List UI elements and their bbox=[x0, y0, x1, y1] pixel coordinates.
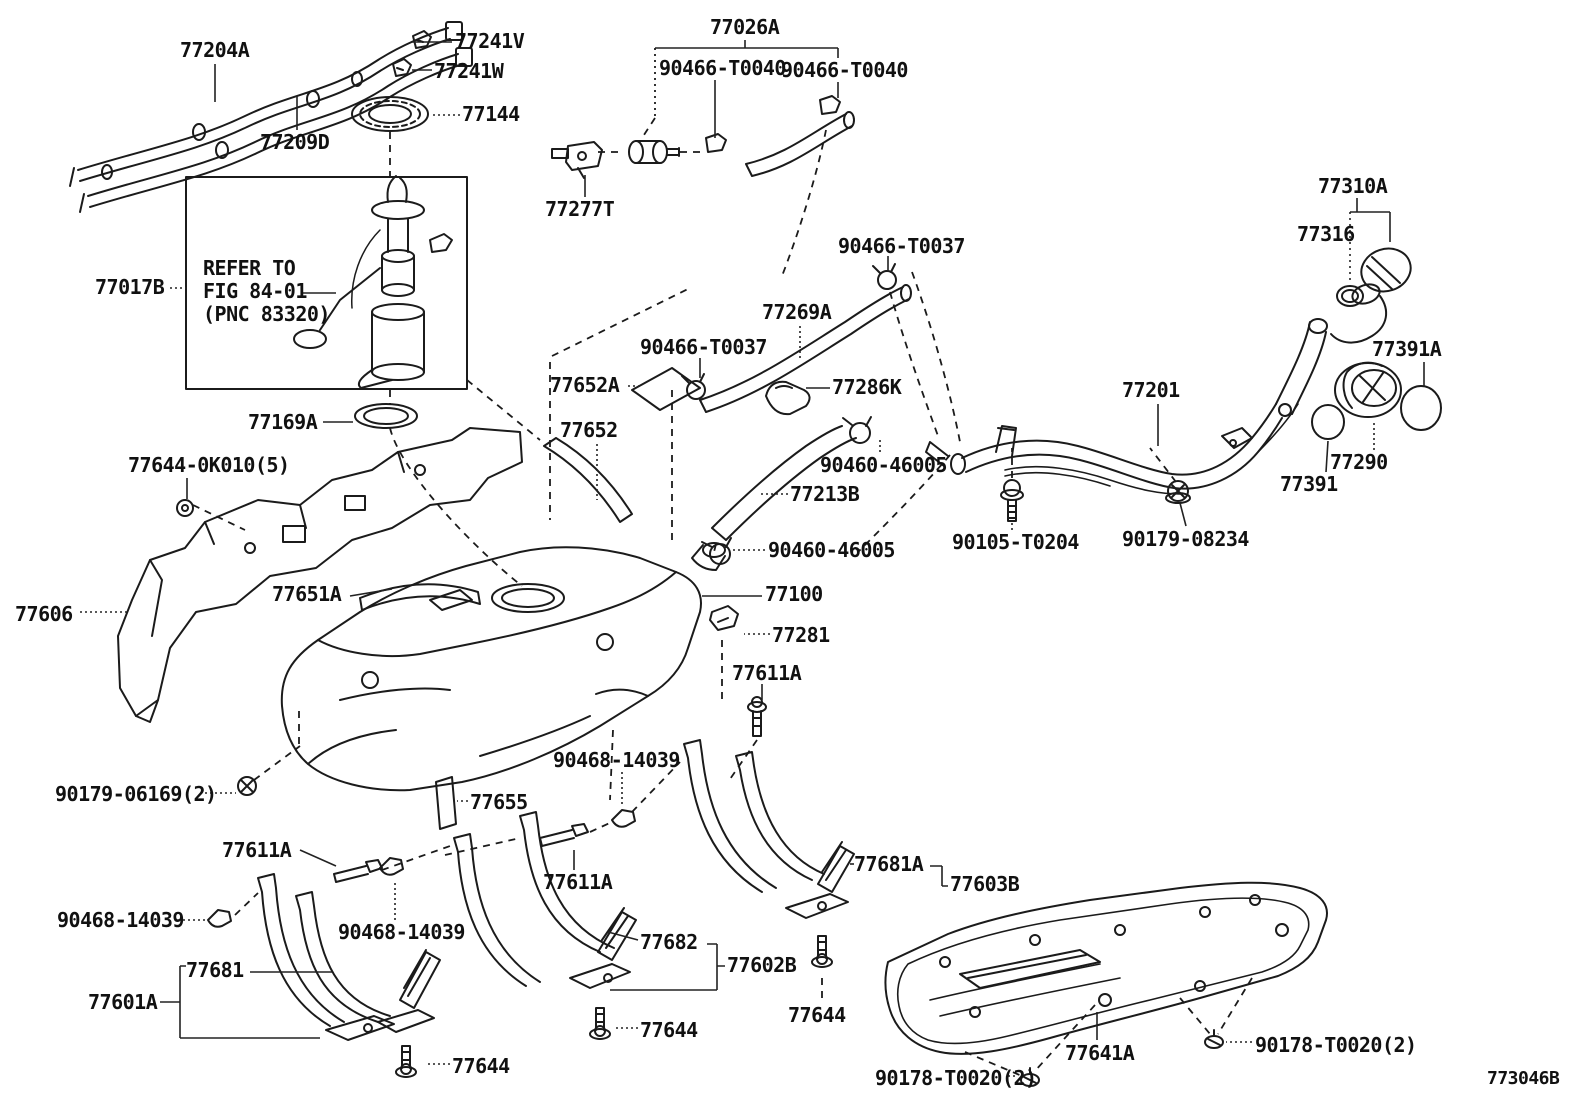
protector-77651A-art bbox=[359, 583, 481, 611]
tank-shield-77606-art bbox=[117, 427, 523, 723]
gasket-77169A-art bbox=[354, 403, 418, 429]
part-label-90466-t0037: 90466-T0037 bbox=[838, 234, 965, 258]
filler-pipe-77201-art bbox=[925, 318, 1328, 495]
part-label-77644: 77644 bbox=[788, 1003, 846, 1027]
part-label-77316: 77316 bbox=[1297, 222, 1355, 246]
part-label-77601a: 77601A bbox=[88, 990, 158, 1014]
figure-code: 773046B bbox=[1487, 1068, 1560, 1089]
part-label-77651a: 77651A bbox=[272, 582, 342, 606]
bolt-90105-art bbox=[1000, 479, 1024, 522]
part-label-77209d: 77209D bbox=[260, 130, 330, 154]
vent-hose-assy-art bbox=[551, 95, 855, 179]
part-label-77100: 77100 bbox=[765, 582, 823, 606]
part-label-90460-46005: 90460-46005 bbox=[768, 538, 895, 562]
part-label-90468-14039: 90468-14039 bbox=[57, 908, 184, 932]
part-label-77310a: 77310A bbox=[1318, 174, 1388, 198]
part-label-77606: 77606 bbox=[15, 602, 73, 626]
leader-lines bbox=[80, 40, 1425, 1077]
part-label-77652: 77652 bbox=[560, 418, 618, 442]
tank-band-pair3-art bbox=[683, 739, 855, 968]
clamp-77286K-art bbox=[765, 380, 811, 416]
part-label-77682: 77682 bbox=[640, 930, 698, 954]
part-label-77241w: 77241W bbox=[434, 59, 504, 83]
part-label-77681a: 77681A bbox=[854, 852, 924, 876]
part-label-90105-t0204: 90105-T0204 bbox=[952, 530, 1079, 554]
part-label-77391a: 77391A bbox=[1372, 337, 1442, 361]
part-label-77144: 77144 bbox=[462, 102, 520, 126]
part-label-77201: 77201 bbox=[1122, 378, 1180, 402]
refer-note-line1: REFER TO bbox=[203, 256, 296, 280]
fuel-tube-set-art bbox=[69, 21, 473, 213]
nut-90179-08234-art bbox=[1165, 480, 1191, 504]
part-label-90468-14039: 90468-14039 bbox=[553, 748, 680, 772]
part-label-90460-46005: 90460-46005 bbox=[820, 453, 947, 477]
part-label-77644-0k010(5): 77644-0K010(5) bbox=[128, 453, 290, 477]
part-label-90178-t0020(2): 90178-T0020(2) bbox=[875, 1066, 1037, 1090]
part-label-77269a: 77269A bbox=[762, 300, 832, 324]
part-label-77611a: 77611A bbox=[222, 838, 292, 862]
part-label-77611a: 77611A bbox=[543, 870, 613, 894]
part-label-90466-t0040: 90466-T0040 bbox=[781, 58, 908, 82]
part-label-77652a: 77652A bbox=[550, 373, 620, 397]
part-label-77204a: 77204A bbox=[180, 38, 250, 62]
part-label-77603b: 77603B bbox=[950, 872, 1020, 896]
part-label-77017b: 77017B bbox=[95, 275, 165, 299]
part-label-77641a: 77641A bbox=[1065, 1041, 1135, 1065]
hose-77269A-art bbox=[681, 263, 912, 413]
j-clips-90468-art bbox=[207, 809, 636, 928]
push-pins-90178-art bbox=[1020, 1029, 1224, 1087]
part-label-77655: 77655 bbox=[470, 790, 528, 814]
band-bolts-77611A-art bbox=[333, 823, 589, 883]
hose-77213B-art bbox=[701, 416, 872, 565]
part-label-77602b: 77602B bbox=[727, 953, 797, 977]
refer-note: REFER TO FIG 84-01 (PNC 83320) bbox=[203, 257, 330, 326]
part-label-90179-08234: 90179-08234 bbox=[1122, 527, 1249, 551]
fuel-cap-art bbox=[1330, 247, 1412, 344]
part-label-77644: 77644 bbox=[452, 1054, 510, 1078]
part-label-77681: 77681 bbox=[186, 958, 244, 982]
part-label-77281: 77281 bbox=[772, 623, 830, 647]
part-label-77213b: 77213B bbox=[790, 482, 860, 506]
nut-90179-06169-art bbox=[237, 776, 257, 796]
nut-77644-0K010-art bbox=[176, 499, 194, 517]
refer-note-line2: FIG 84-01 bbox=[203, 279, 307, 303]
part-label-90466-t0040: 90466-T0040 bbox=[659, 56, 786, 80]
part-label-77290: 77290 bbox=[1330, 450, 1388, 474]
assembly-dashed-lines bbox=[192, 48, 1253, 1077]
tank-band-pair1-art bbox=[257, 873, 441, 1078]
refer-note-line3: (PNC 83320) bbox=[203, 302, 330, 326]
skid-plate-77641A-art bbox=[884, 881, 1328, 1055]
part-label-77611a: 77611A bbox=[732, 661, 802, 685]
fuel-tank-77100-art bbox=[280, 542, 726, 792]
part-label-90468-14039: 90468-14039 bbox=[338, 920, 465, 944]
part-label-77286k: 77286K bbox=[832, 375, 902, 399]
clip-77281-art bbox=[709, 605, 767, 737]
part-label-77277t: 77277T bbox=[545, 197, 615, 221]
tank-band-pair2-art bbox=[453, 811, 637, 1040]
part-label-77391: 77391 bbox=[1280, 472, 1338, 496]
part-label-90178-t0020(2): 90178-T0020(2) bbox=[1255, 1033, 1417, 1057]
part-label-90179-06169(2): 90179-06169(2) bbox=[55, 782, 217, 806]
part-label-77644: 77644 bbox=[640, 1018, 698, 1042]
part-label-77026a: 77026A bbox=[710, 15, 780, 39]
part-label-90466-t0037: 90466-T0037 bbox=[640, 335, 767, 359]
filler-ring-seals-art bbox=[1311, 361, 1442, 440]
gasket-ring-77144-art bbox=[351, 96, 429, 132]
part-label-77169a: 77169A bbox=[248, 410, 318, 434]
part-label-77241v: 77241V bbox=[455, 29, 525, 53]
fuel-pump-module-art bbox=[185, 175, 468, 390]
